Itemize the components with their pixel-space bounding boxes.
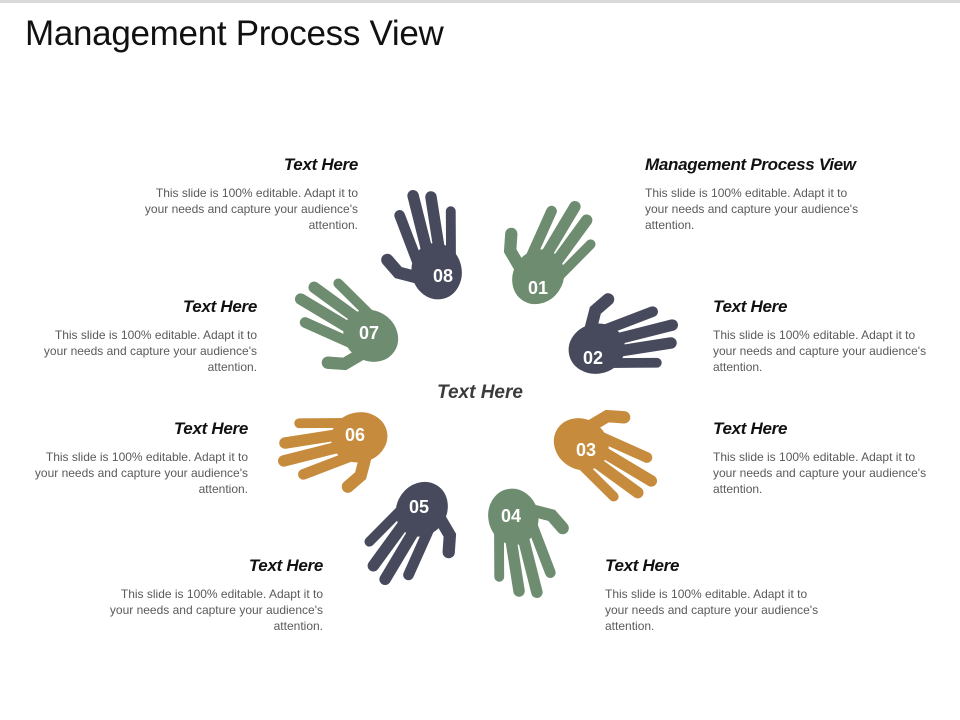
text-block-title: Text Here	[713, 419, 788, 438]
text-block-body: This slide is 100% editable. Adapt it to…	[109, 587, 323, 633]
text-block-right-upper: Text Here This slide is 100% editable. A…	[713, 297, 928, 375]
text-block-title: Text Here	[713, 297, 788, 316]
text-block-body: This slide is 100% editable. Adapt it to…	[34, 450, 248, 496]
text-block-top-right: Management Process View This slide is 10…	[645, 155, 860, 233]
text-block-bottom-right: Text Here This slide is 100% editable. A…	[605, 556, 820, 634]
hand-05	[357, 472, 476, 601]
text-block-top-left: Text Here This slide is 100% editable. A…	[143, 155, 358, 233]
text-block-title: Text Here	[173, 419, 248, 438]
text-block-left-upper: Text Here This slide is 100% editable. A…	[42, 297, 257, 375]
text-block-body: This slide is 100% editable. Adapt it to…	[43, 328, 257, 374]
hand-02-number: 02	[583, 348, 603, 368]
hand-07	[280, 271, 409, 390]
text-block-title: Text Here	[605, 556, 680, 575]
text-block-body: This slide is 100% editable. Adapt it to…	[144, 186, 358, 232]
hand-02	[560, 287, 679, 380]
text-block-body: This slide is 100% editable. Adapt it to…	[713, 450, 927, 496]
page-title: Management Process View	[25, 14, 444, 53]
hand-08-number: 08	[433, 266, 453, 286]
hand-01-number: 01	[528, 278, 548, 298]
hand-03-number: 03	[576, 440, 596, 460]
hand-07-number: 07	[359, 323, 379, 343]
text-block-bottom-left: Text Here This slide is 100% editable. A…	[108, 556, 323, 634]
hand-08	[375, 189, 468, 308]
hand-06-number: 06	[345, 425, 365, 445]
text-block-title: Text Here	[248, 556, 323, 575]
hand-04	[482, 480, 575, 599]
hand-06-shape	[277, 406, 396, 499]
hand-05-shape	[357, 472, 476, 601]
text-block-body: This slide is 100% editable. Adapt it to…	[713, 328, 927, 374]
text-block-left-lower: Text Here This slide is 100% editable. A…	[33, 419, 248, 497]
hand-05-number: 05	[409, 497, 429, 517]
hand-08-shape	[375, 189, 468, 308]
text-block-title: Text Here	[182, 297, 257, 316]
text-block-right-lower: Text Here This slide is 100% editable. A…	[713, 419, 928, 497]
hand-07-shape	[280, 271, 409, 390]
hand-03-shape	[544, 391, 673, 510]
center-label: Text Here	[437, 382, 523, 403]
top-rule	[0, 0, 960, 3]
text-block-body: This slide is 100% editable. Adapt it to…	[645, 186, 859, 232]
hand-02-shape	[560, 287, 679, 380]
hand-06	[277, 406, 396, 499]
hand-03	[544, 391, 673, 510]
text-block-body: This slide is 100% editable. Adapt it to…	[605, 587, 819, 633]
hand-04-shape	[482, 480, 575, 599]
text-block-title: Text Here	[283, 155, 358, 174]
text-block-title: Management Process View	[645, 155, 856, 174]
hand-04-number: 04	[501, 506, 521, 526]
